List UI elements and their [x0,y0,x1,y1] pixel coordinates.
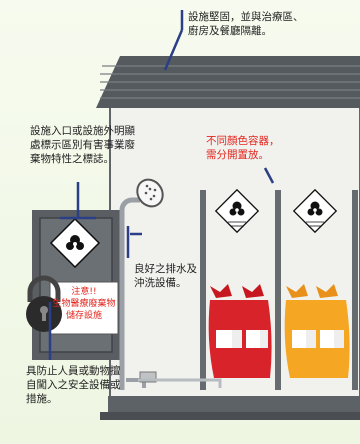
callout-lock-prevent: 具防止人員或動物擅 自闖入之安全設備或 措施。 [26,365,121,405]
callout-entrance-sign: 設施入口或設施外明顯 處標示區別有害事業廢 棄物特性之標誌。 [30,125,135,165]
roof-ridges [100,65,360,99]
foundation [100,412,360,420]
padlock-icon [26,275,62,332]
orange-waste-bags [284,284,350,378]
red-waste-bags [208,284,272,378]
column-mid [275,190,281,390]
callout-drainage: 良好之排水及 沖洗設備。 [134,263,197,289]
warning-plate [49,281,119,335]
column-right [352,190,358,390]
callout-facility-enclosed: 設施堅固，並與治療區、 廚房及餐廳隔離。 [188,11,304,37]
warning-plate-text: 注意!! 生物醫療廢棄物 儲存設施 [52,286,116,322]
shower-drain-icon [119,178,164,390]
callout-color-containers: 不同顏色容器， 需分開置放。 [206,135,280,161]
callout-lines [48,10,275,360]
warning-line3: 儲存設施 [65,311,102,321]
warning-line2: 生物醫療廢棄物 [52,299,116,309]
biohazard-sign-door [49,217,101,269]
biohazard-sign-mid [214,188,260,234]
warning-title: 注意!! [71,287,97,297]
floor-drain-pipe [138,378,222,388]
floor-slab [108,396,360,414]
column-left [200,190,206,390]
biohazard-sign-right [292,188,338,234]
